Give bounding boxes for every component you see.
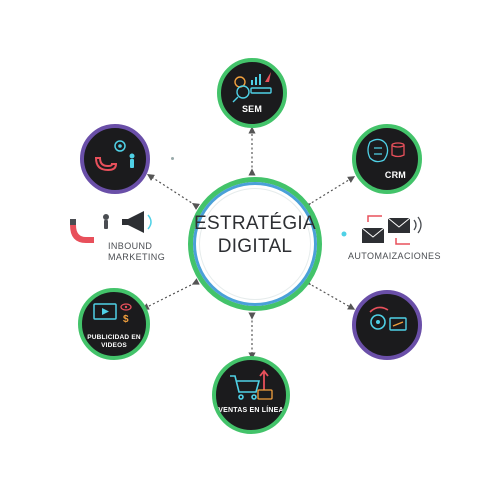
ventas-label: VENTAS EN LÍNEA bbox=[218, 407, 284, 414]
node-inbound[interactable] bbox=[80, 124, 150, 194]
megaphone-icon bbox=[128, 211, 144, 233]
shopping-cart-icon bbox=[230, 375, 261, 400]
center-circle bbox=[199, 188, 311, 300]
node-process[interactable] bbox=[352, 290, 422, 360]
ventas-icons bbox=[230, 369, 273, 400]
eye-icon bbox=[120, 303, 132, 311]
bar-chart-icon bbox=[251, 74, 261, 85]
database-icon bbox=[391, 142, 405, 158]
inbound-label-line1: INBOUND bbox=[108, 241, 153, 251]
inbound-marketing-icons bbox=[70, 211, 152, 243]
sem-icons bbox=[232, 72, 272, 103]
center-title-line1: ESTRATÉGIA bbox=[194, 213, 316, 234]
crm-label: CRM bbox=[384, 170, 406, 180]
magnet-icon bbox=[70, 225, 94, 243]
connector-process bbox=[303, 278, 356, 310]
decorative-dot bbox=[171, 157, 174, 160]
node-crm[interactable]: CRM bbox=[352, 124, 422, 194]
video-player-icon bbox=[93, 303, 117, 320]
connector-inbound bbox=[146, 174, 200, 210]
envelopes-icon bbox=[361, 217, 411, 243]
connector-publicidad bbox=[141, 278, 200, 310]
rocket-icon bbox=[265, 72, 271, 82]
credit-card-icon bbox=[257, 389, 273, 400]
gear-icon bbox=[114, 140, 126, 152]
dashboard-icon bbox=[389, 317, 407, 331]
publicidad-icons: $ bbox=[93, 303, 132, 325]
water-drop-icon bbox=[341, 231, 347, 237]
process-node-icons bbox=[369, 306, 407, 331]
refresh-arrows-icon bbox=[369, 306, 389, 313]
node-publicidad[interactable]: $ PUBLICIDAD EN VIDEOS bbox=[78, 288, 150, 360]
automation-icons bbox=[341, 215, 422, 245]
connector-crm bbox=[303, 176, 356, 210]
magnifier-icon bbox=[236, 85, 250, 99]
publicidad-label-line1: PUBLICIDAD EN bbox=[87, 334, 141, 341]
center-inner-ring bbox=[193, 182, 317, 306]
growth-arrow-icon bbox=[259, 369, 269, 390]
person-icon bbox=[129, 153, 135, 168]
inbound-node-icons bbox=[94, 140, 135, 172]
search-bar-icon bbox=[250, 87, 272, 94]
wifi-icon bbox=[413, 216, 422, 234]
publicidad-label-line2: VIDEOS bbox=[101, 342, 127, 349]
node-ventas[interactable]: VENTAS EN LÍNEA bbox=[212, 356, 290, 434]
gears-icon bbox=[370, 314, 386, 330]
brain-circuit-icon bbox=[367, 138, 389, 163]
sem-label: SEM bbox=[241, 104, 263, 114]
node-sem[interactable]: SEM bbox=[217, 58, 287, 128]
magnet-icon bbox=[94, 157, 118, 172]
person-icon bbox=[103, 214, 109, 229]
cycle-arrows-icon bbox=[367, 215, 382, 222]
automation-label: AUTOMAIZACIONES bbox=[348, 251, 441, 261]
crm-icons bbox=[367, 138, 405, 163]
center-title-line2: DIGITAL bbox=[217, 236, 293, 257]
dollar-icon: $ bbox=[123, 314, 129, 325]
inbound-label-line2: MARKETING bbox=[108, 252, 166, 262]
